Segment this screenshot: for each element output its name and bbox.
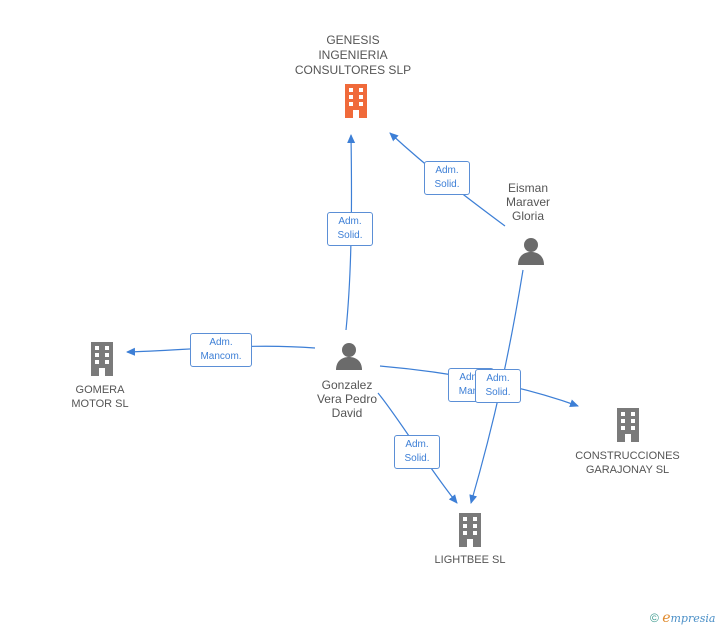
edge-label-line-2: Solid. <box>404 453 430 464</box>
gonzalez-name-line-3: David <box>331 406 363 420</box>
person-label-gonzalez[interactable]: Gonzalez Vera Pedro David <box>297 378 397 420</box>
gomera-name-line-2: MOTOR SL <box>71 398 129 410</box>
edge-label-line-2: Solid. <box>434 179 460 190</box>
genesis-name-line-2: INGENIERIA <box>318 48 388 62</box>
edge-label-eisman-lightbee[interactable]: Adm. Solid. <box>475 369 521 403</box>
edge-label-line-2: Solid. <box>485 387 511 398</box>
edge-label-gonzalez-gomera[interactable]: Adm. Mancom. <box>190 333 252 367</box>
building-icon-gomera[interactable] <box>86 342 118 376</box>
edge-label-line-1: Adm. <box>435 165 459 176</box>
edge-label-line-2: Solid. <box>337 230 363 241</box>
edge-label-line-1: Adm. <box>486 373 510 384</box>
construcciones-name-line-2: GARAJONAY SL <box>585 464 670 476</box>
eisman-name-line-1: Eisman <box>507 181 548 195</box>
brand-letter-e: e <box>662 610 671 626</box>
edge-label-line-1: Adm. <box>338 216 362 227</box>
edge-label-eisman-genesis[interactable]: Adm. Solid. <box>424 161 470 195</box>
person-icon-eisman[interactable] <box>516 236 546 266</box>
edge-label-line-1: Adm. <box>405 439 429 450</box>
eisman-name-line-3: Gloria <box>511 209 544 223</box>
eisman-name-line-2: Maraver <box>505 195 550 209</box>
genesis-name-line-3: CONSULTORES SLP <box>294 63 412 77</box>
building-icon-lightbee[interactable] <box>454 513 486 547</box>
building-icon-construcciones[interactable] <box>612 408 644 442</box>
edge-label-line-2: Manc <box>458 386 484 397</box>
genesis-name-line-1: GENESIS <box>326 33 380 47</box>
person-icon-gonzalez[interactable] <box>334 341 364 371</box>
gomera-name-line-1: GOMERA <box>75 384 125 396</box>
gonzalez-name-line-2: Vera Pedro <box>316 392 378 406</box>
edge-label-gonzalez-genesis[interactable]: Adm. Solid. <box>327 212 373 246</box>
company-label-construcciones[interactable]: CONSTRUCCIONES GARAJONAY SL <box>570 449 685 477</box>
construcciones-name-line-1: CONSTRUCCIONES <box>575 450 680 462</box>
copyright-symbol: © <box>650 611 659 625</box>
company-label-genesis[interactable]: GENESIS INGENIERIA CONSULTORES SLP <box>273 33 433 78</box>
edge-label-line-2: Mancom. <box>200 351 242 362</box>
lightbee-name-line-1: LIGHTBEE SL <box>434 554 506 566</box>
edge-label-line-1: Adm. <box>209 337 233 348</box>
empresia-logo: © empresia <box>650 610 715 626</box>
edge-label-gonzalez-lightbee[interactable]: Adm. Solid. <box>394 435 440 469</box>
building-icon-genesis[interactable] <box>340 84 372 118</box>
gonzalez-name-line-1: Gonzalez <box>321 378 373 392</box>
company-label-gomera[interactable]: GOMERA MOTOR SL <box>50 383 150 411</box>
company-label-lightbee[interactable]: LIGHTBEE SL <box>420 553 520 567</box>
edge-label-line-1: Adm. <box>459 372 483 383</box>
brand-name: mpresia <box>670 612 716 625</box>
person-label-eisman[interactable]: Eisman Maraver Gloria <box>490 181 566 223</box>
